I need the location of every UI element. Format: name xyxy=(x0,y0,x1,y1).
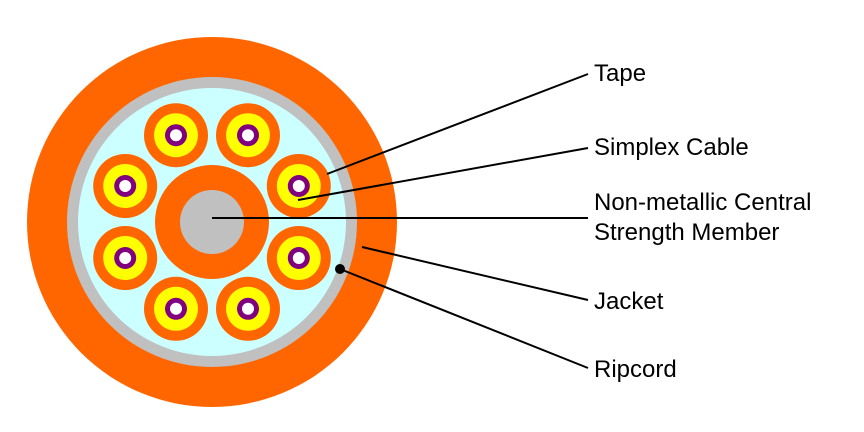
tape-label: Tape xyxy=(594,60,647,87)
fiber-cladding xyxy=(292,252,305,264)
ripcord-leader-line xyxy=(339,268,589,369)
fiber-cladding xyxy=(292,180,305,192)
central-member-label-line1: Non-metallic Central xyxy=(594,189,812,216)
fiber-cladding xyxy=(170,302,182,315)
simplex-cable xyxy=(93,226,158,290)
simplex-cable xyxy=(93,154,158,218)
central-member-core xyxy=(180,190,244,254)
simplex-cable xyxy=(144,276,208,341)
simplex-cable xyxy=(216,103,280,168)
simplex-cable xyxy=(266,226,331,290)
fiber-cladding xyxy=(119,180,132,192)
central-member-label: Non-metallic Central Strength Member xyxy=(594,188,811,248)
tape-leader-line xyxy=(326,73,589,175)
jacket-leader-line xyxy=(361,246,589,301)
simplex-cables xyxy=(93,103,331,341)
simplex-leader-line xyxy=(297,147,589,201)
simplex-cable xyxy=(266,154,331,218)
ripcord-label: Ripcord xyxy=(594,356,677,383)
fiber-cladding xyxy=(242,129,254,142)
jacket-label: Jacket xyxy=(594,288,664,315)
simplex-cable xyxy=(216,276,280,341)
fiber-cladding xyxy=(119,252,132,264)
simplex-cable xyxy=(144,103,208,168)
central-member-label-line2: Strength Member xyxy=(594,219,780,246)
simplex-cable-label: Simplex Cable xyxy=(594,134,749,161)
fiber-cladding xyxy=(170,129,182,142)
fiber-cladding xyxy=(242,302,254,315)
